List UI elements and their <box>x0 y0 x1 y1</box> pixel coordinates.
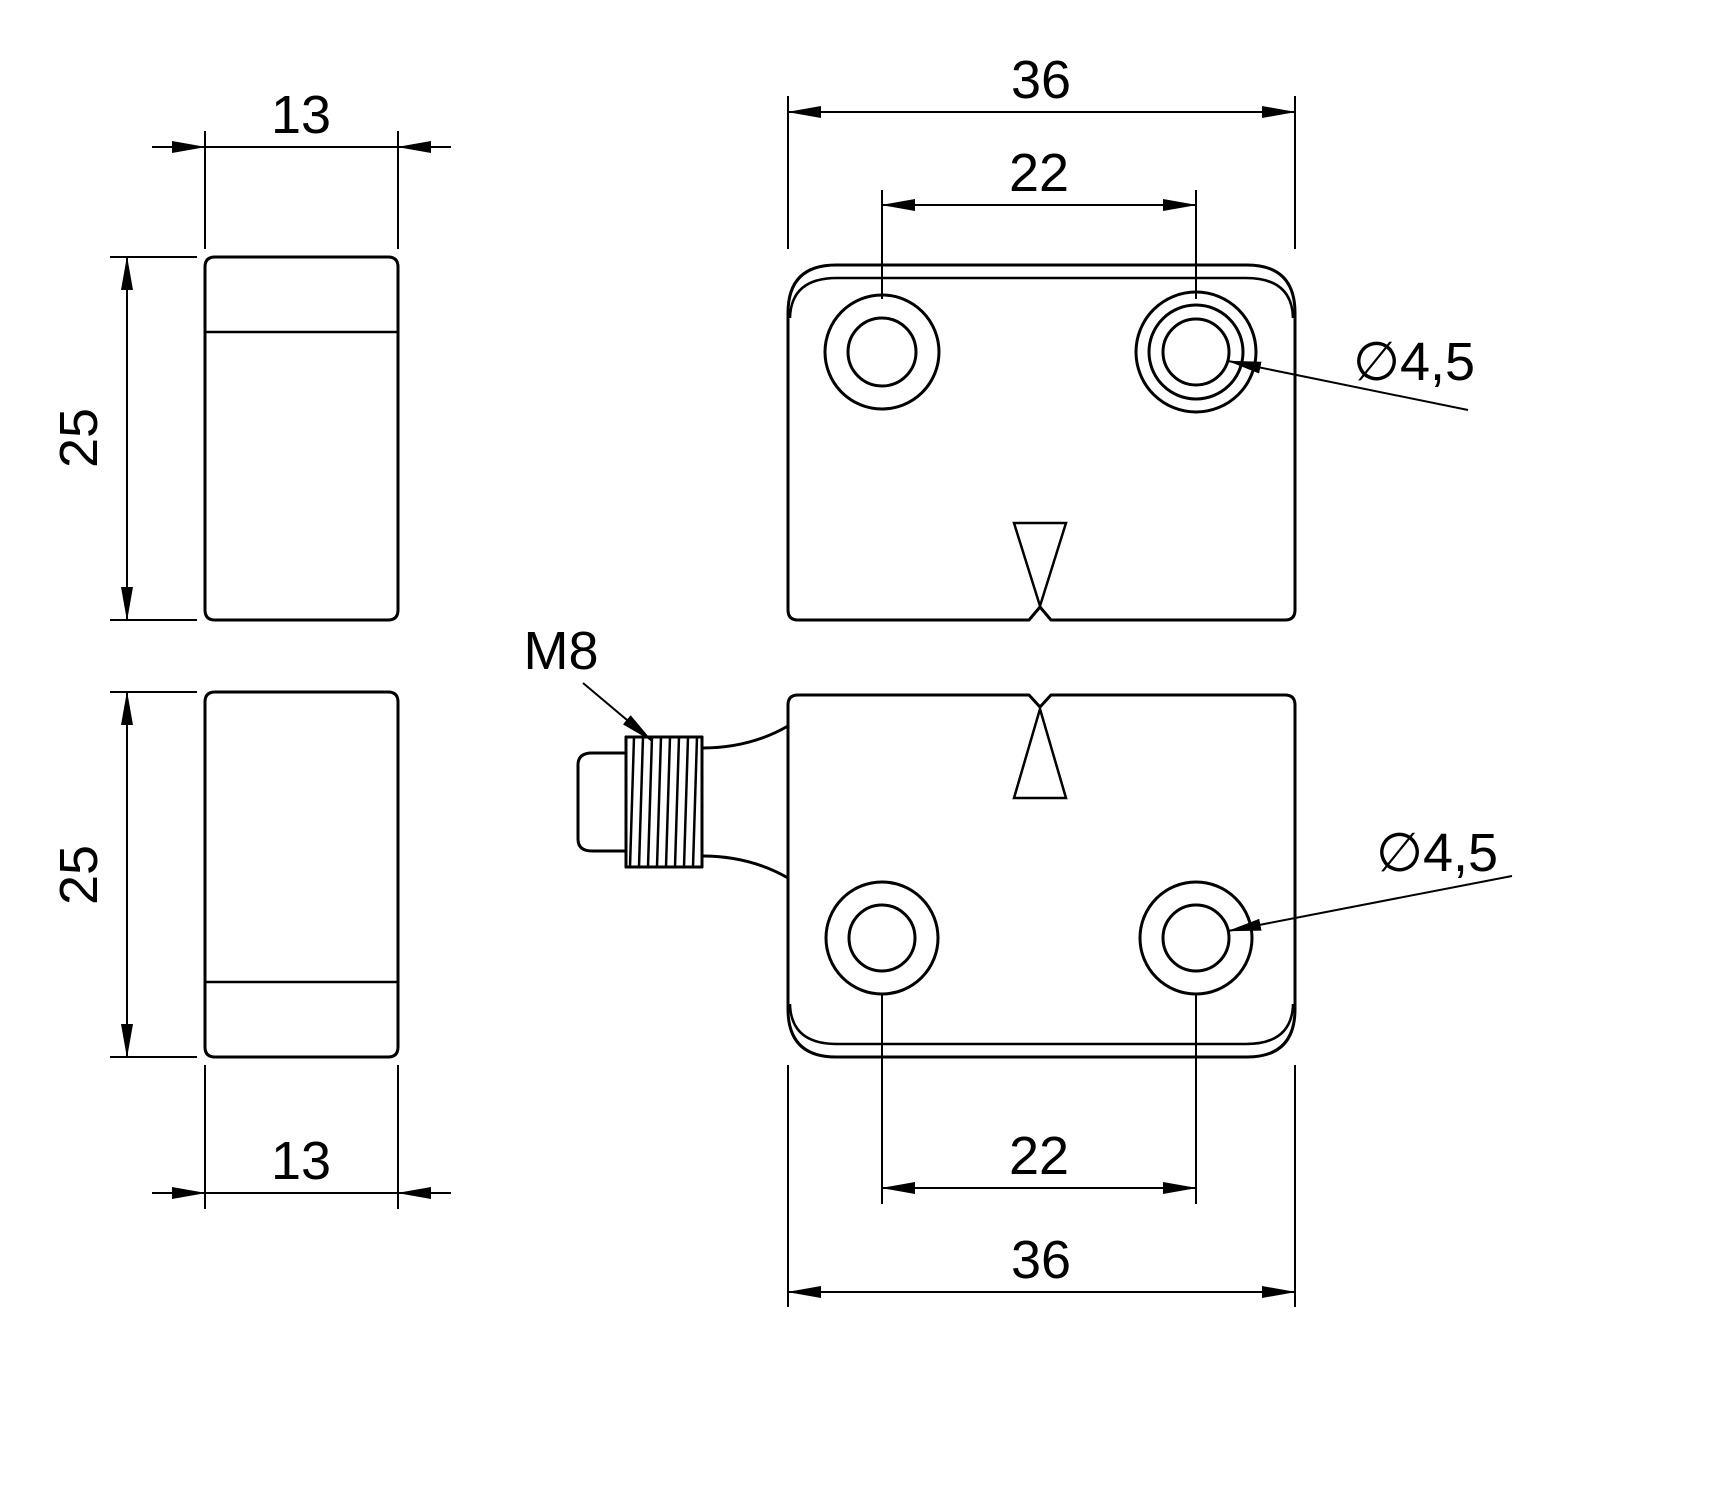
hole-top-left-bore <box>846 316 918 388</box>
dim-side-top-width: 13 <box>152 85 451 249</box>
front-view-top-body <box>786 263 1297 622</box>
front-view-bottom-body <box>786 693 1297 1059</box>
dim-label-36-top: 36 <box>1011 50 1071 110</box>
hole-bottom-left-counterbore <box>824 880 940 996</box>
m8-connector <box>576 724 790 880</box>
front-view-top <box>786 263 1297 622</box>
callout-hole-diameter-top: ∅4,5 <box>1227 332 1475 411</box>
front-view-top-seam-line <box>788 276 1295 319</box>
callout-m8: M8 <box>523 621 653 742</box>
callout-hole-diameter-bottom: ∅4,5 <box>1227 823 1513 932</box>
leader-line <box>582 682 653 742</box>
dim-label-diameter-bottom: ∅4,5 <box>1376 823 1498 883</box>
dim-side-top-height: 25 <box>49 256 197 621</box>
side-view-bottom-body <box>203 690 400 1059</box>
side-view-bottom <box>203 690 400 1059</box>
dim-label-25-bottom: 25 <box>49 845 109 905</box>
connector-tip <box>576 751 628 853</box>
dim-label-13-bottom: 13 <box>271 1131 331 1191</box>
thread-crest-lines <box>628 736 699 868</box>
dim-front-bottom-hole-spacing: 22 <box>881 995 1197 1204</box>
hole-bottom-left-bore <box>847 903 917 973</box>
dim-label-m8: M8 <box>523 621 598 681</box>
hole-top-right-bore <box>1161 317 1231 387</box>
dim-label-22-bottom: 22 <box>1009 1126 1069 1186</box>
dim-label-22-top: 22 <box>1009 143 1069 203</box>
sensing-mark-triangle-top <box>1012 521 1068 611</box>
side-view-top-body <box>203 255 400 622</box>
dim-side-bottom-width: 13 <box>152 1065 451 1209</box>
hole-top-right-ring <box>1147 303 1245 401</box>
hole-bottom-right-bore <box>1161 903 1231 973</box>
leader-line <box>1227 360 1469 411</box>
hole-top-right-counterbore <box>1134 290 1258 414</box>
front-view-bottom <box>576 693 1297 1059</box>
sensing-mark-triangle-bottom <box>1012 704 1068 800</box>
dim-front-bottom-width: 36 <box>787 1065 1296 1307</box>
leader-line <box>1227 875 1513 932</box>
dim-front-top-hole-spacing: 22 <box>881 143 1197 299</box>
dim-side-bottom-height: 25 <box>49 691 197 1058</box>
dim-front-top-width: 36 <box>787 50 1296 249</box>
dim-label-36-bottom: 36 <box>1011 1230 1071 1290</box>
hole-top-left-counterbore <box>823 293 941 411</box>
dim-label-diameter-top: ∅4,5 <box>1353 332 1475 392</box>
front-view-bottom-seam-line <box>788 1003 1295 1046</box>
connector-neck-top <box>700 724 790 750</box>
dim-label-25-top: 25 <box>49 408 109 468</box>
dim-label-13-top: 13 <box>271 85 331 145</box>
hole-bottom-right-counterbore <box>1138 880 1254 996</box>
connector-neck-bottom <box>700 854 790 880</box>
side-view-top <box>203 255 400 622</box>
